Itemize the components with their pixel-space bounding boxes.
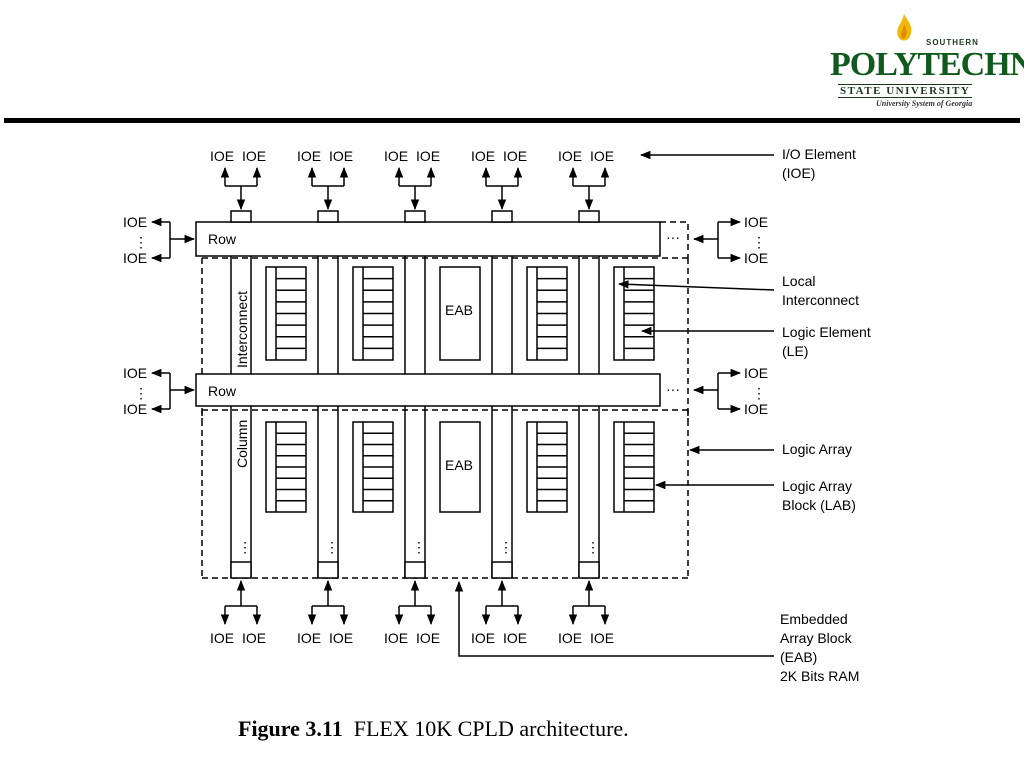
callout-logic-element: (LE) xyxy=(782,343,808,359)
column-bottom-stub xyxy=(578,561,600,579)
callout-local-arrow xyxy=(617,280,775,291)
column-bottom-stub xyxy=(230,561,252,579)
logo-subtitle: STATE UNIVERSITY xyxy=(838,84,973,98)
ioe-bottom-left: IOE xyxy=(297,630,321,646)
ioe-bottom-right: IOE xyxy=(329,630,353,646)
callout-io-element: I/O Element xyxy=(782,146,856,162)
ioe-right-top: IOE xyxy=(744,365,768,381)
university-logo: SOUTHERN POLYTECHNIC STATE UNIVERSITY Un… xyxy=(830,10,1024,110)
ioe-bottom-right: IOE xyxy=(590,630,614,646)
column-bottom-stub xyxy=(491,561,513,579)
ioe-bottom-left: IOE xyxy=(558,630,582,646)
ioe-left-bottom: IOE xyxy=(123,401,147,417)
row-top-stub xyxy=(317,210,339,223)
row-top-stub xyxy=(491,210,513,223)
eab-block xyxy=(439,266,481,361)
row-label: Row xyxy=(208,231,237,247)
column-continuation: ⋮ xyxy=(412,539,426,555)
eab-label: EAB xyxy=(445,457,473,473)
interconnect-label: Interconnect xyxy=(234,291,250,368)
callout-logic-array: Logic Array xyxy=(782,441,852,457)
ioe-bottom-right: IOE xyxy=(416,630,440,646)
ioe-left-dots: ⋮ xyxy=(134,385,148,401)
ioe-bottom-right: IOE xyxy=(242,630,266,646)
ioe-right-dots: ⋮ xyxy=(752,234,766,250)
column-continuation: ⋮ xyxy=(586,539,600,555)
column-continuation: ⋮ xyxy=(238,539,252,555)
row-continuation: ··· xyxy=(666,229,680,245)
callout-logic-element: Logic Element xyxy=(782,324,871,340)
figure-label: Figure 3.11 xyxy=(238,716,343,741)
column-continuation: ⋮ xyxy=(499,539,513,555)
ioe-bottom-right: IOE xyxy=(503,630,527,646)
row-end-dashed xyxy=(660,221,689,258)
callout-eab-leader xyxy=(454,580,774,657)
callout-eab: (EAB) xyxy=(780,649,817,665)
callout-lab: Block (LAB) xyxy=(782,497,856,513)
logo-system: University System of Georgia xyxy=(876,99,973,108)
flame-icon xyxy=(897,14,912,41)
header-rule xyxy=(4,118,1020,123)
column-bottom-stub xyxy=(317,561,339,579)
ioe-top-right: IOE xyxy=(242,148,266,164)
ioe-top-left: IOE xyxy=(297,148,321,164)
figure-caption: Figure 3.11 FLEX 10K CPLD architecture. xyxy=(238,716,629,742)
ioe-top-left: IOE xyxy=(384,148,408,164)
ioe-bottom-left: IOE xyxy=(210,630,234,646)
column-bottom-stub xyxy=(404,561,426,579)
ioe-top-right: IOE xyxy=(590,148,614,164)
ioe-top-right: IOE xyxy=(416,148,440,164)
column-continuation: ⋮ xyxy=(325,539,339,555)
callout-eab: Array Block xyxy=(780,630,853,646)
row-top-stub xyxy=(230,210,252,223)
ioe-top-left: IOE xyxy=(210,148,234,164)
ioe-top-right: IOE xyxy=(329,148,353,164)
row-continuation: ··· xyxy=(666,381,680,397)
callout-eab: 2K Bits RAM xyxy=(780,668,859,684)
row-label: Row xyxy=(208,383,237,399)
eab-block xyxy=(439,421,481,513)
row-top-stub xyxy=(578,210,600,223)
row-bar xyxy=(195,373,661,407)
column-label: Column xyxy=(234,420,250,468)
figure-text: FLEX 10K CPLD architecture. xyxy=(353,716,629,741)
row-bar xyxy=(195,221,661,257)
ioe-left-dots: ⋮ xyxy=(134,234,148,250)
callout-lab: Logic Array xyxy=(782,478,852,494)
ioe-bottom-left: IOE xyxy=(471,630,495,646)
eab-label: EAB xyxy=(445,302,473,318)
ioe-right-top: IOE xyxy=(744,214,768,230)
ioe-right-bottom: IOE xyxy=(744,250,768,266)
logo-name: POLYTECHNIC xyxy=(830,46,1024,83)
ioe-bottom-left: IOE xyxy=(384,630,408,646)
ioe-left-top: IOE xyxy=(123,365,147,381)
ioe-right-dots: ⋮ xyxy=(752,385,766,401)
ioe-top-left: IOE xyxy=(558,148,582,164)
row-top-stub xyxy=(404,210,426,223)
ioe-top-right: IOE xyxy=(503,148,527,164)
callout-eab: Embedded xyxy=(780,611,848,627)
ioe-right-bottom: IOE xyxy=(744,401,768,417)
ioe-left-top: IOE xyxy=(123,214,147,230)
callout-io-element: (IOE) xyxy=(782,165,815,181)
ioe-left-bottom: IOE xyxy=(123,250,147,266)
ioe-top-left: IOE xyxy=(471,148,495,164)
logo-southern: SOUTHERN xyxy=(926,38,979,47)
callout-local-interconnect: Interconnect xyxy=(782,292,859,308)
callout-local-interconnect: Local xyxy=(782,273,815,289)
